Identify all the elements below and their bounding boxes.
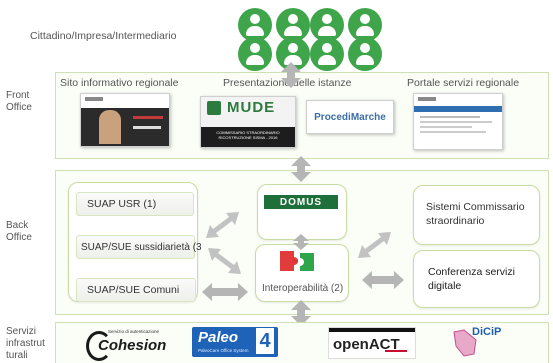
back-office-label: Back Office [6, 220, 32, 243]
sistemi-commissario-label: Sistemi Commissario straordinario [426, 201, 525, 227]
interoperability-box: Interoperabilità (2) [255, 244, 349, 302]
domus-box: DOMUS [257, 184, 347, 240]
person-icon [348, 37, 382, 71]
site-regional-label: Sito informativo regionale [60, 77, 179, 89]
person-icon [276, 8, 310, 42]
puzzle-icon [280, 251, 314, 271]
procedimarche-logo: ProcediMarche [306, 100, 394, 134]
procedimarche-text: ProcediMarche [314, 111, 386, 123]
openact-text: openACT [333, 336, 400, 353]
sistemi-commissario-box: Sistemi Commissario straordinario [413, 185, 540, 245]
arrow-suap-interop [202, 283, 248, 301]
arrow-front-back [291, 156, 311, 182]
marche-map-icon [453, 329, 477, 357]
suap-sussidiarieta-box: SUAP/SUE sussidiarietà (3 [76, 235, 202, 259]
cohesion-small-text: Servizio di autenticazione [108, 329, 160, 334]
suap-usr-label: SUAP USR (1) [87, 198, 157, 210]
cohesion-text: Cohesion [98, 337, 167, 354]
arrow-people-front [281, 62, 301, 88]
arrow-diagonal-lower-left [208, 248, 241, 274]
mude-logo: MUDE COMMISSARIO STRAORDINARIO RICOSTRUZ… [200, 96, 296, 148]
suap-sussidiarieta-label: SUAP/SUE sussidiarietà (3 [81, 241, 202, 253]
arrow-domus-interop [293, 234, 309, 250]
mude-logo-text: MUDE [227, 99, 276, 116]
conferenza-label: Conferenza servizi digitale [428, 266, 515, 292]
suap-comuni-label: SUAP/SUE Comuni [87, 284, 180, 296]
front-office-label: Front Office [6, 90, 32, 113]
paleo-number: 4 [256, 328, 274, 354]
arrow-interop-conferenza [362, 271, 404, 289]
person-icon [238, 8, 272, 42]
mude-caption: COMMISSARIO STRAORDINARIO RICOSTRUZIONE … [216, 130, 280, 140]
suap-comuni-box: SUAP/SUE Comuni [76, 278, 196, 302]
arrow-back-services [291, 300, 311, 326]
arrow-diagonal-upper-left [206, 212, 239, 238]
paleo-text: Paleo [198, 329, 239, 346]
person-icon [310, 8, 344, 42]
person-icon [348, 8, 382, 42]
regional-portal-thumbnail [413, 93, 503, 150]
services-label: Servizi infrastrut turali [6, 326, 45, 361]
portal-services-label: Portale servizi regionale [407, 77, 520, 89]
paleo-logo: Paleo 4 PaleoCare Office System [192, 327, 278, 357]
dicip-text: DiCiP [472, 326, 502, 338]
person-icon [310, 37, 344, 71]
suap-usr-box: SUAP USR (1) [76, 192, 194, 216]
domus-logo: DOMUS [264, 195, 338, 209]
arrow-diagonal-right [358, 232, 391, 258]
domus-label: DOMUS [279, 196, 323, 208]
interoperability-label: Interoperabilità (2) [262, 283, 344, 294]
conferenza-box: Conferenza servizi digitale [413, 250, 540, 308]
actors-label: Cittadino/Impresa/Intermediario [30, 30, 177, 42]
person-icon [238, 37, 272, 71]
regional-site-thumbnail [80, 93, 170, 147]
cohesion-logo: Servizio di autenticazione Cohesion [86, 327, 172, 361]
dicip-logo: DiCiP [450, 324, 522, 360]
openact-logo: openACT [328, 327, 416, 359]
paleo-small-text: PaleoCare Office System [198, 348, 249, 353]
